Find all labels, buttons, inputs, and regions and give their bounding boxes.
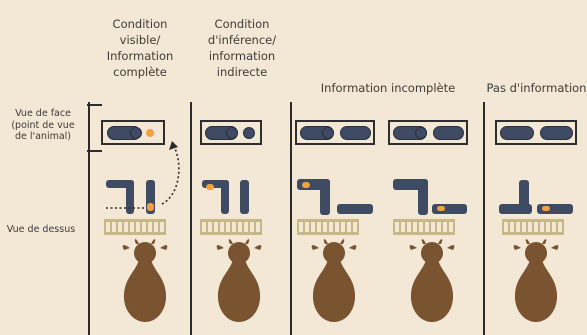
food-icon [206, 184, 214, 190]
tube-opening-front [243, 127, 255, 139]
tube-top [221, 180, 229, 214]
fence [104, 219, 166, 235]
column-title-incomplete: Information incomplète [296, 80, 480, 96]
food-icon [147, 203, 154, 211]
tube-top [519, 180, 529, 214]
row-label-top-view: Vue de dessus [0, 224, 82, 236]
title-line: indirecte [216, 65, 268, 79]
fence [297, 219, 359, 235]
tube-top [393, 179, 428, 190]
front-view-box [295, 120, 375, 145]
tube-end-front [130, 127, 142, 139]
tube-top [126, 180, 134, 214]
row-separator-tick [87, 150, 102, 152]
tube-front [433, 126, 464, 140]
front-view-box [200, 120, 262, 145]
label-line: Vue de face [15, 108, 71, 119]
fence [393, 219, 455, 235]
fence [502, 219, 564, 235]
title-line: Information [106, 49, 174, 63]
tube-top [499, 204, 532, 214]
tube-top [320, 179, 330, 215]
front-view-box [495, 120, 577, 145]
row-label-front-view: Vue de face (point de vue de l'animal) [0, 108, 86, 143]
label-line: Vue de dessus [6, 224, 76, 235]
tube-front [500, 126, 534, 140]
tube-top [297, 179, 330, 190]
tube-top [146, 180, 155, 214]
title-line: Pas d'information [486, 81, 587, 95]
goat-icon [311, 239, 357, 322]
tube-top [240, 180, 249, 214]
label-line: de l'animal) [14, 131, 72, 142]
tube-top [537, 204, 573, 214]
tube-end-front [415, 127, 427, 139]
tube-top [418, 179, 428, 215]
tube-front [540, 126, 573, 140]
tube-front [340, 126, 371, 140]
food-icon [437, 206, 445, 211]
goat-icon [216, 239, 262, 322]
title-line: complète [113, 65, 167, 79]
goat-icon [513, 239, 559, 322]
tube-end-front [322, 127, 334, 139]
column-title-visible: Condition visible/ Information complète [90, 16, 190, 80]
tube-top [432, 204, 467, 214]
viewpoint-arrow [161, 145, 180, 205]
separator-line [190, 102, 192, 335]
title-line: Condition [214, 17, 270, 31]
food-icon [542, 206, 550, 211]
goat-icon [122, 239, 168, 322]
column-title-no-info: Pas d'information [486, 80, 587, 96]
label-line: (point de vue [11, 119, 75, 131]
fence [200, 219, 262, 235]
title-line: visible/ [119, 33, 161, 47]
tube-end-front [226, 127, 238, 139]
tube-top [337, 204, 373, 214]
front-view-box [388, 120, 468, 145]
separator-line [290, 102, 292, 335]
column-title-inference: Condition d'inférence/ information indir… [194, 16, 290, 80]
row-separator-tick [87, 104, 102, 106]
arrow-head-icon [169, 141, 178, 150]
separator-line [88, 102, 90, 335]
title-line: Information incomplète [320, 81, 456, 95]
title-line: information [208, 49, 276, 63]
tube-top [202, 180, 229, 188]
title-line: d'inférence/ [207, 33, 277, 47]
food-icon [302, 182, 310, 188]
tube-top [106, 180, 134, 188]
goat-icon [409, 239, 455, 322]
front-view-box [101, 120, 165, 145]
separator-line [483, 102, 485, 335]
title-line: Condition [112, 17, 168, 31]
food-icon [146, 129, 154, 137]
